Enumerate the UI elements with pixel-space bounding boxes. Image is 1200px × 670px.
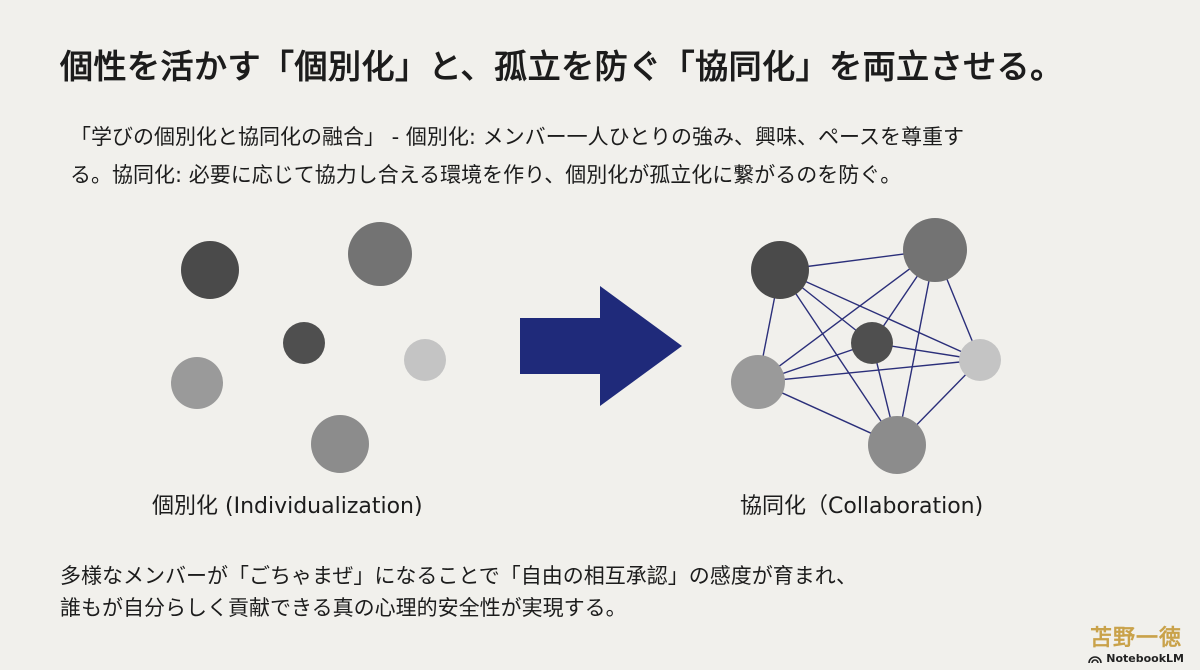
node-dark-topleft <box>181 241 239 299</box>
edge <box>896 249 936 446</box>
node-mid-bottom <box>311 415 369 473</box>
edge <box>779 269 981 361</box>
arrow-right-icon <box>520 286 682 406</box>
edge <box>757 249 936 383</box>
network-node-light-right <box>959 339 1001 381</box>
edge <box>779 269 898 446</box>
brand-label: NotebookLM <box>1106 652 1184 665</box>
conclusion-line-1: 多様なメンバーが「ごちゃまぜ」になることで「自由の相互承認」の感度が育まれ、 <box>60 564 857 588</box>
network-node-dark-center <box>851 322 893 364</box>
slide-subtitle: 「学びの個別化と協同化の融合」 - 個別化: メンバー一人ひとりの強み、興味、ペ… <box>70 118 1150 194</box>
collaboration-label: 協同化（Collaboration) <box>740 494 984 519</box>
network-node-light-left <box>731 355 785 409</box>
individualization-label: 個別化 (Individualization) <box>152 494 423 519</box>
conclusion-line-2: 誰もが自分らしく貢献できる真の心理的安全性が実現する。 <box>60 596 627 620</box>
network-node-mid-topright <box>903 218 967 282</box>
subtitle-line-2: る。協同化: 必要に応じて協力し合える環境を作り、個別化が孤立化に繋がるのを防ぐ… <box>70 163 902 187</box>
subtitle-line-1: 「学びの個別化と協同化の融合」 - 個別化: メンバー一人ひとりの強み、興味、ペ… <box>70 125 964 149</box>
notebooklm-brand: NotebookLM <box>1088 652 1184 665</box>
notebooklm-logo-icon <box>1088 655 1103 663</box>
edge <box>757 359 981 383</box>
network-node-dark-topleft <box>751 241 809 299</box>
node-light-right <box>404 339 446 381</box>
slide-title: 個性を活かす「個別化」と、孤立を防ぐ「協同化」を両立させる。 <box>60 47 1064 86</box>
conclusion-text: 多様なメンバーが「ごちゃまぜ」になることで「自由の相互承認」の感度が育まれ、 誰… <box>60 560 857 624</box>
collaboration-network <box>731 218 1001 474</box>
network-node-mid-bottom <box>868 416 926 474</box>
individualization-cluster <box>171 222 446 473</box>
node-mid-topright <box>348 222 412 286</box>
author-name: 苫野一徳 <box>1089 626 1182 651</box>
node-dark-center <box>283 322 325 364</box>
node-light-left <box>171 357 223 409</box>
